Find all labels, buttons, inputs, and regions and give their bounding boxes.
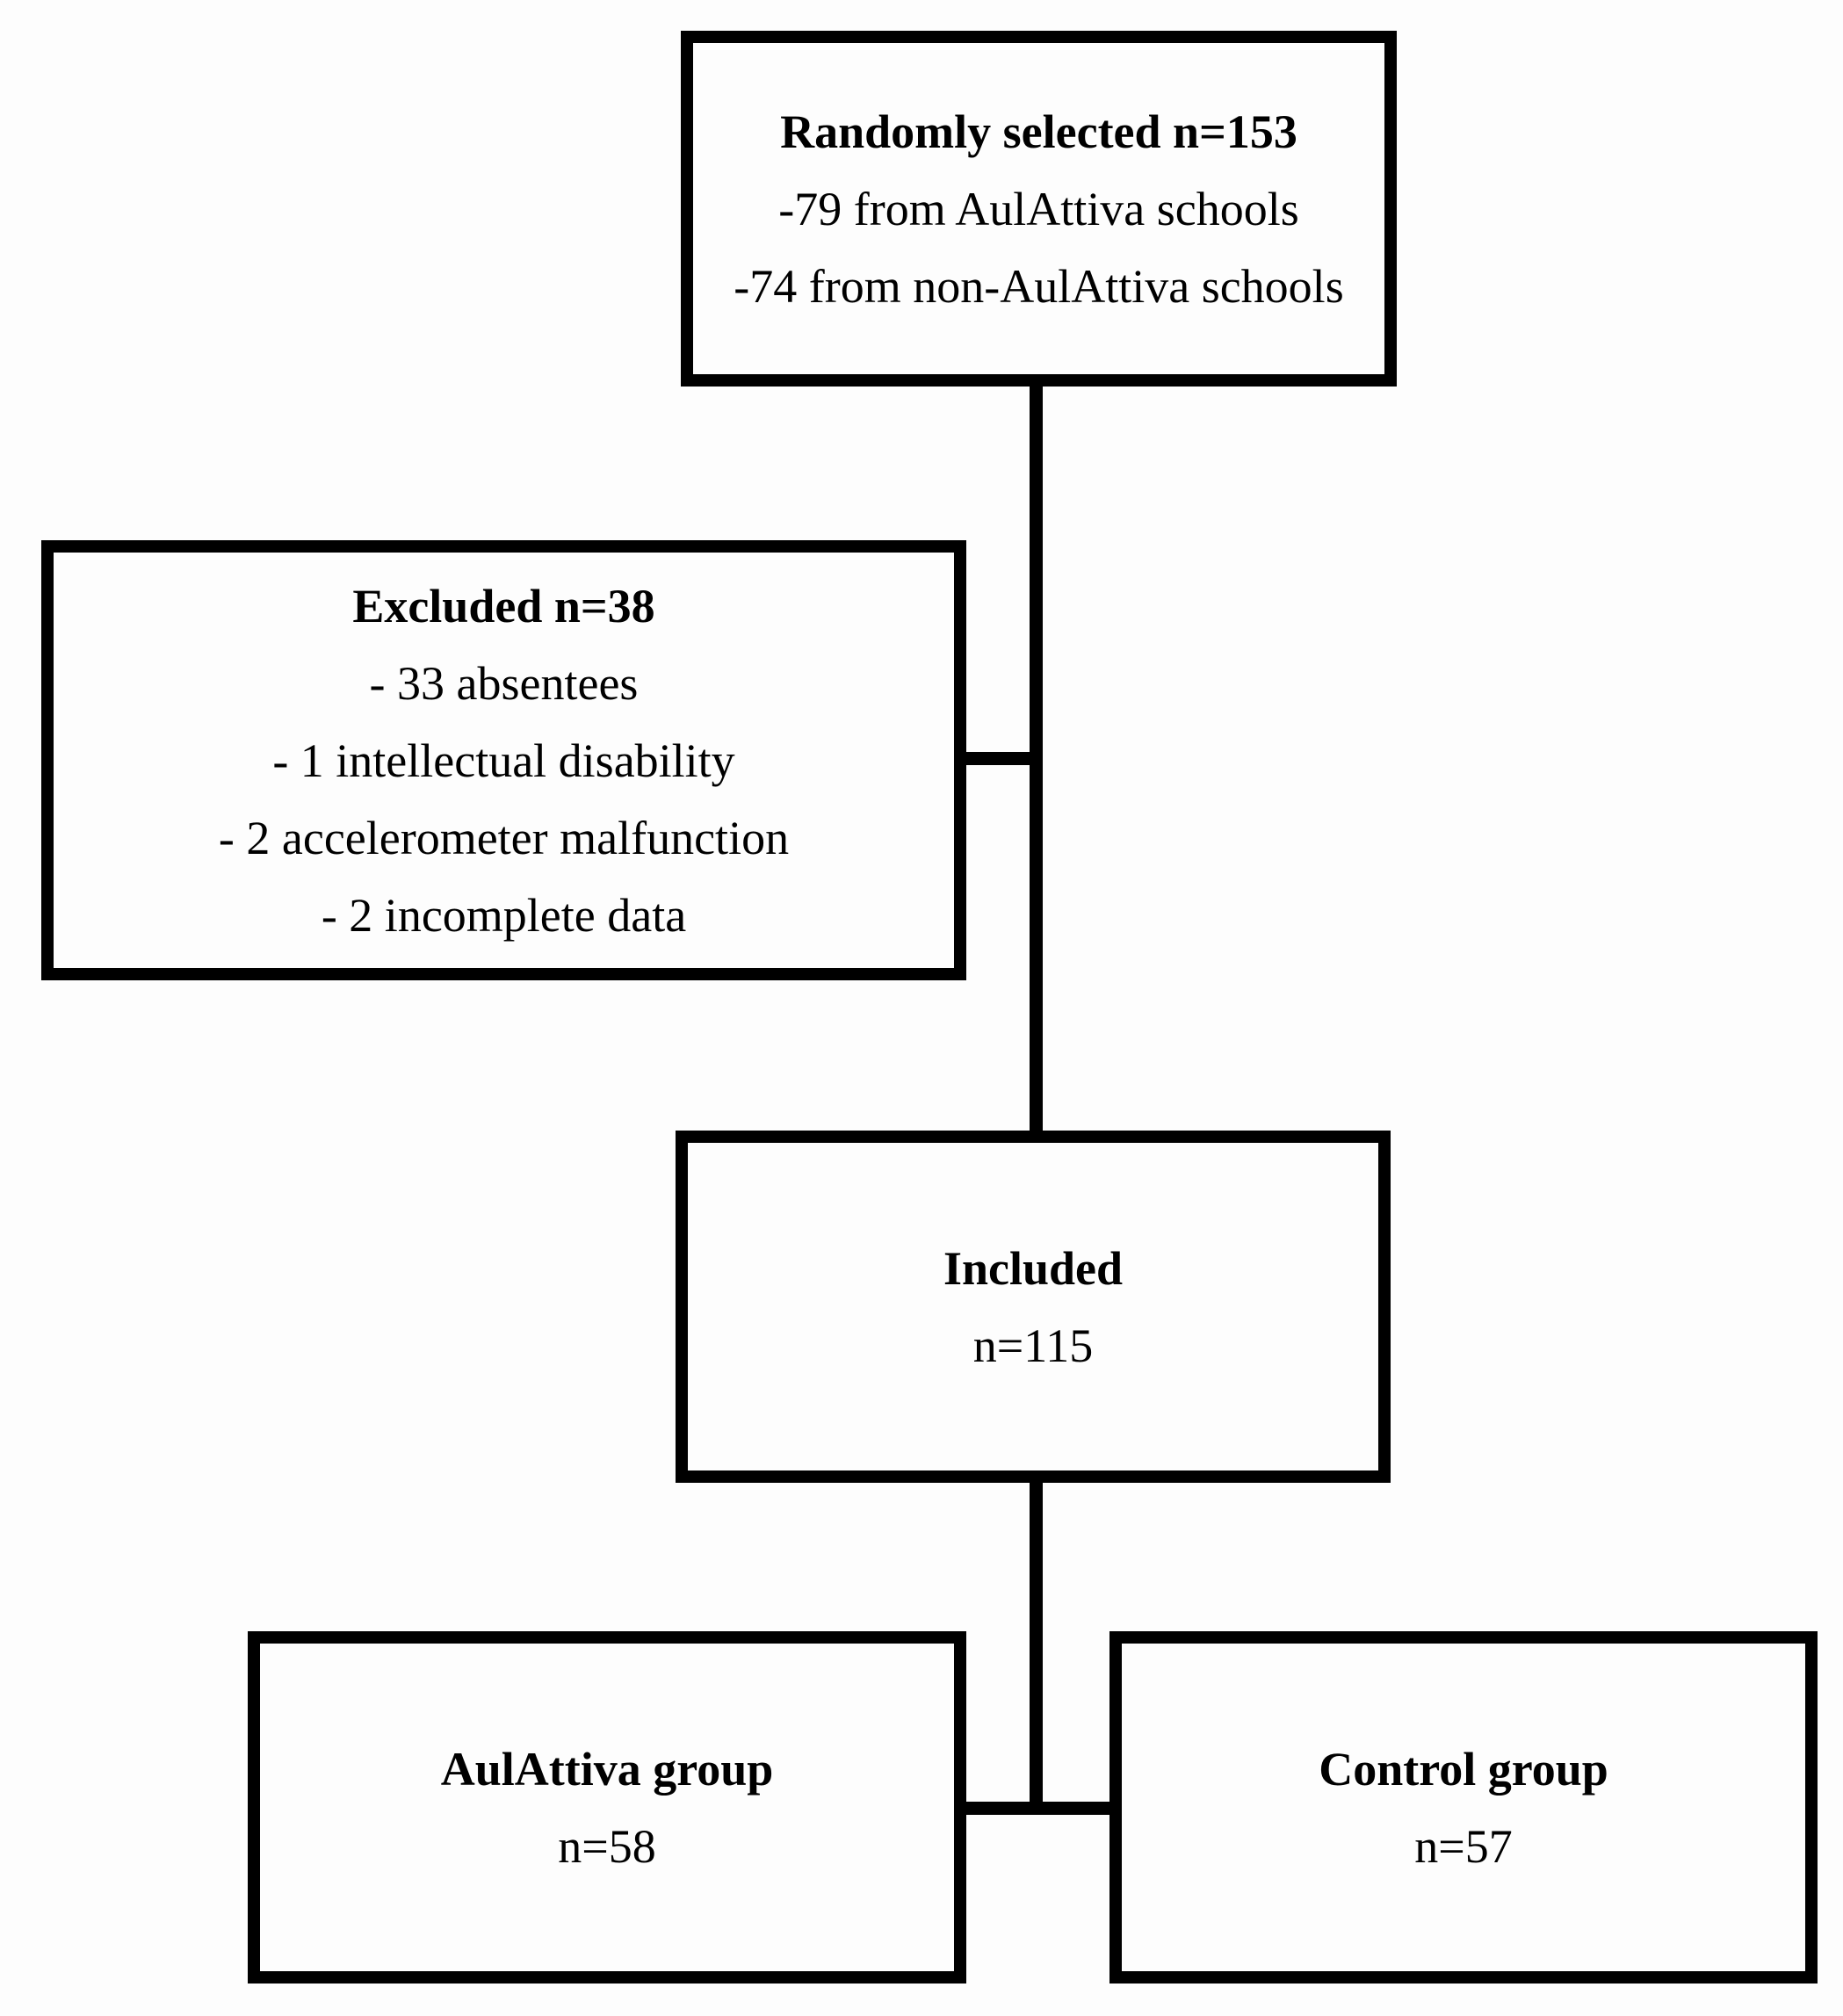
box-control-group-title: Control group — [1319, 1742, 1608, 1796]
box-aulattiva-group-title: AulAttiva group — [440, 1742, 774, 1796]
box-randomly-selected: Randomly selected n=153 -79 from AulAtti… — [681, 31, 1397, 387]
box-randomly-selected-title: Randomly selected n=153 — [780, 105, 1297, 158]
box-excluded-line: - 2 incomplete data — [321, 888, 687, 942]
box-control-group: Control group n=57 — [1109, 1631, 1818, 1983]
box-randomly-selected-line: -79 from AulAttiva schools — [778, 182, 1299, 235]
box-aulattiva-group: AulAttiva group n=58 — [248, 1631, 966, 1983]
box-control-group-line: n=57 — [1414, 1819, 1513, 1873]
box-excluded: Excluded n=38 - 33 absentees - 1 intelle… — [41, 540, 966, 980]
box-excluded-line: - 33 absentees — [369, 656, 639, 710]
box-randomly-selected-line: -74 from non-AulAttiva schools — [734, 259, 1344, 313]
box-excluded-title: Excluded n=38 — [352, 579, 655, 632]
box-excluded-line: - 1 intellectual disability — [272, 733, 735, 787]
box-included: Included n=115 — [676, 1131, 1391, 1483]
connector-excluded-branch — [958, 752, 1038, 765]
box-included-title: Included — [943, 1241, 1124, 1295]
connector-split-bar — [962, 1802, 1117, 1815]
box-aulattiva-group-line: n=58 — [558, 1819, 656, 1873]
connector-included-to-split — [1030, 1479, 1043, 1810]
box-excluded-line: - 2 accelerometer malfunction — [218, 811, 790, 864]
box-included-line: n=115 — [972, 1319, 1094, 1372]
